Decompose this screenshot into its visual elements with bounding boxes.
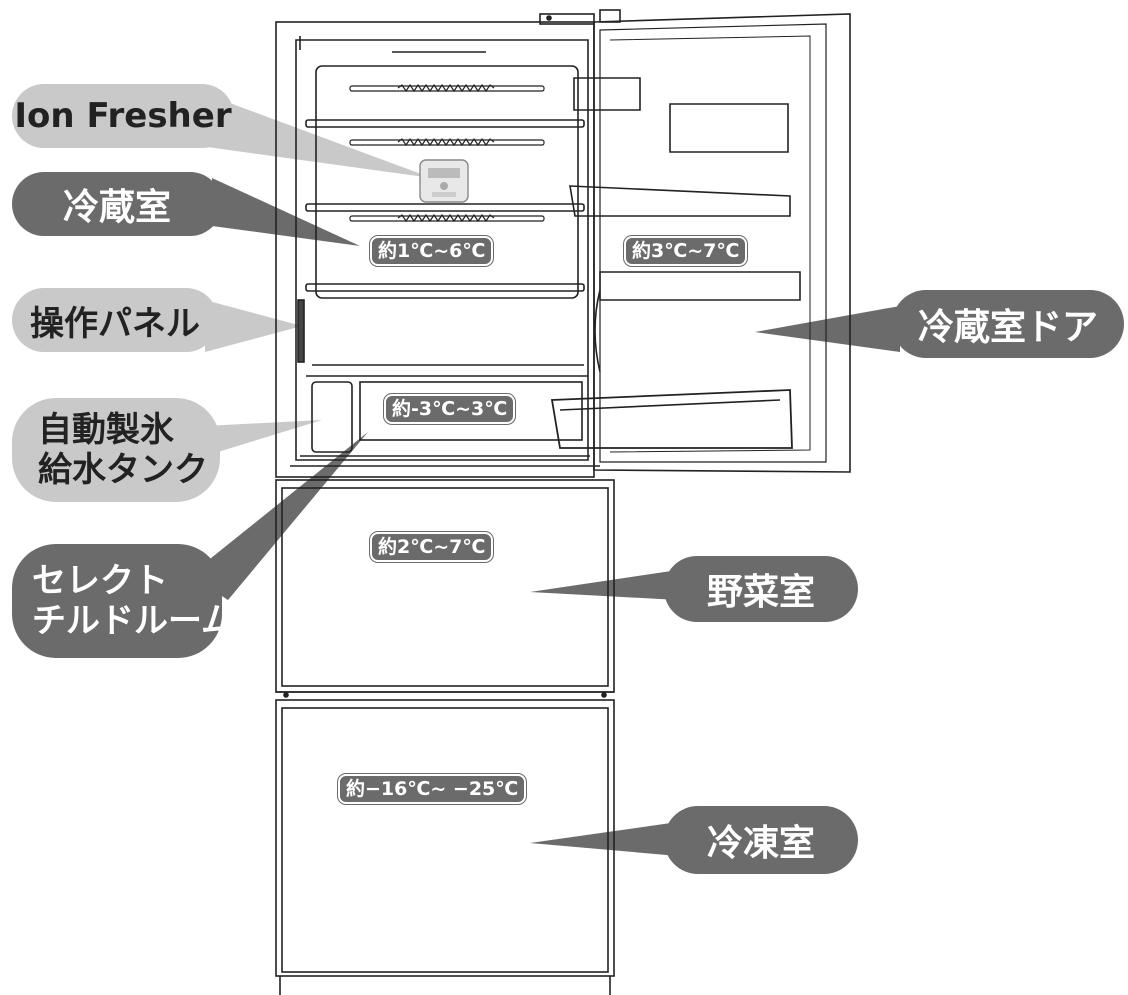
chilled-room-label-line2: チルドルーム <box>32 601 235 641</box>
fridge-door-label: 冷蔵室ドア <box>892 290 1124 358</box>
leader-lines <box>190 92 900 856</box>
leader-chilled-room <box>190 432 368 600</box>
chilled-room-drawer <box>359 381 583 441</box>
fridge-door <box>593 13 851 473</box>
cabinet-inner <box>295 39 589 461</box>
chilled-room-label: セレクト チルドルーム <box>12 544 235 658</box>
leader-freezer <box>530 822 678 856</box>
shelves <box>305 119 588 377</box>
leader-control-panel <box>205 300 302 352</box>
fridge-compartment-label: 冷蔵室 <box>12 172 222 236</box>
ice-maker-label-line1: 自動製氷 <box>38 409 174 450</box>
door-temp-badge: 約3℃~7℃ <box>622 235 749 267</box>
back-wall <box>315 65 579 299</box>
vents <box>349 83 545 223</box>
freezer-temp-badge: 約−16℃~ −25℃ <box>336 773 528 805</box>
leader-ice-maker <box>205 420 322 456</box>
ice-tank <box>311 381 353 453</box>
ion-fresher-device <box>419 159 469 203</box>
freezer-label: 冷凍室 <box>664 806 858 874</box>
leader-vegetable <box>530 570 678 600</box>
chilled-room-label-line1: セレクト <box>32 560 168 601</box>
ion-fresher-label: Ion Fresher <box>12 84 234 148</box>
leader-fridge-door <box>755 306 900 352</box>
control-panel-strip <box>297 299 305 363</box>
vegetable-drawer <box>275 479 615 693</box>
vegetable-label: 野菜室 <box>664 556 858 622</box>
control-panel-label: 操作パネル <box>12 288 218 352</box>
chilled-temp-badge: 約-3℃~3℃ <box>382 393 517 425</box>
fridge-temp-badge: 約1℃~6℃ <box>368 235 495 267</box>
vegetable-temp-badge: 約2℃~7℃ <box>368 531 495 563</box>
fridge-body <box>275 9 851 995</box>
leader-fridge-compartment <box>212 178 360 246</box>
ice-maker-label-line2: 給水タンク <box>38 450 208 490</box>
door-pockets <box>550 77 801 449</box>
freezer-drawer <box>275 699 615 977</box>
ice-maker-label: 自動製氷 給水タンク <box>12 398 220 502</box>
